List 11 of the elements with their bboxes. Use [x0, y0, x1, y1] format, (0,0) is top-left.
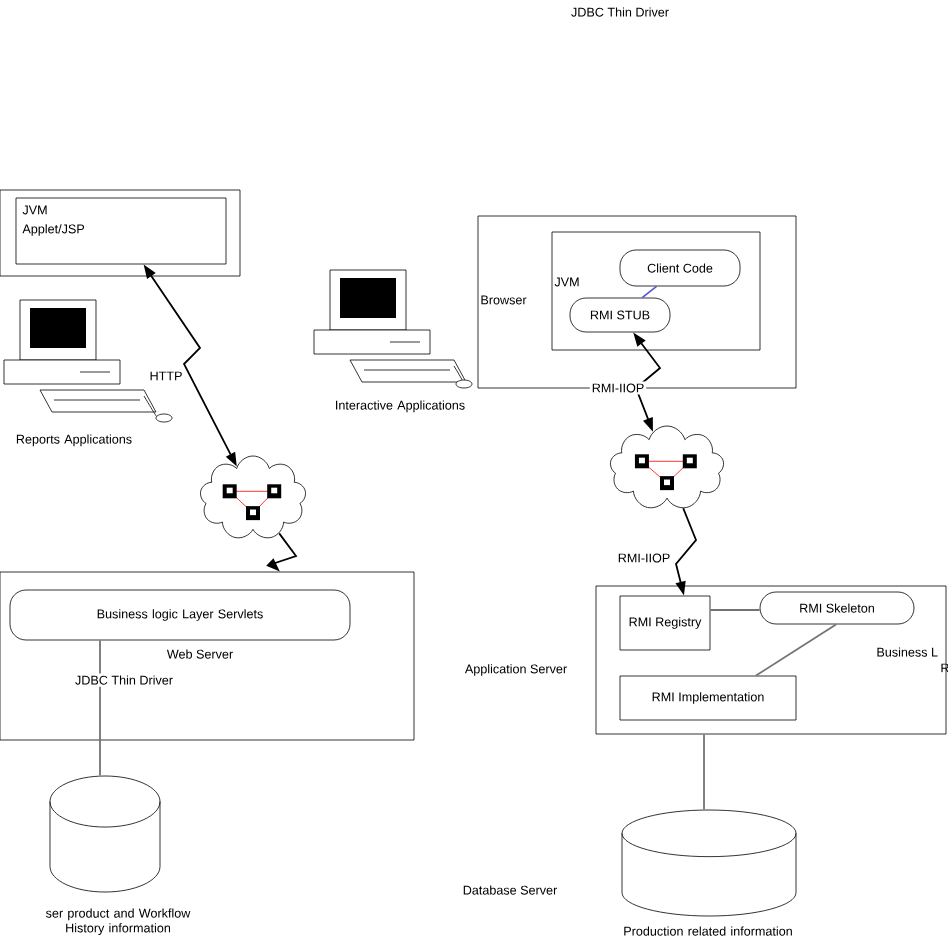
database-cylinder	[621, 809, 797, 917]
client-box	[0, 189, 241, 277]
connector-line	[99, 639, 101, 777]
connector-line	[755, 623, 837, 677]
connector-line	[641, 285, 658, 299]
connector-line	[703, 733, 705, 811]
connector-line	[709, 609, 761, 611]
database-cylinder	[49, 775, 161, 893]
computer-drawing	[313, 269, 473, 389]
network-cloud	[610, 425, 724, 509]
network-cloud	[200, 455, 306, 539]
